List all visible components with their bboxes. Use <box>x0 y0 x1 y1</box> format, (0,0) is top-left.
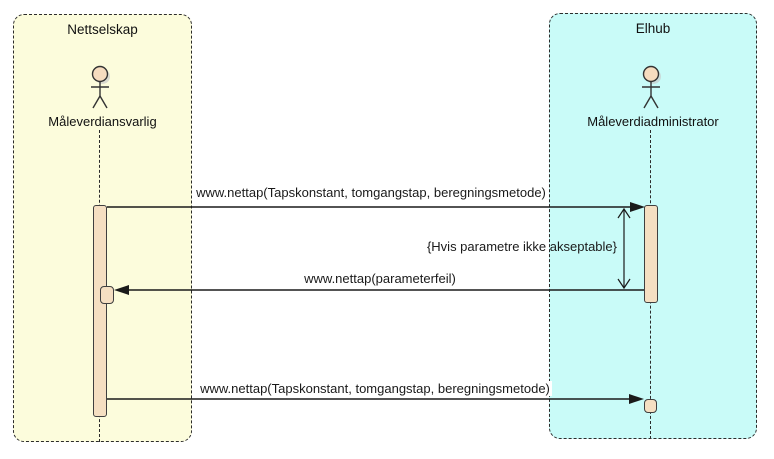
actor-icon <box>91 65 110 109</box>
group-title-nettselskap: Nettselskap <box>67 22 138 37</box>
activation-nested-right <box>644 399 657 413</box>
activation-nested-left <box>100 286 114 304</box>
actor-label-maleverdiansvarlig: Måleverdiansvarlig <box>48 114 157 129</box>
participant-group-elhub: Elhub <box>549 13 757 439</box>
group-title-elhub: Elhub <box>635 21 671 36</box>
activation-bar-right <box>644 205 658 303</box>
activation-bar-left <box>93 205 107 417</box>
actor-icon <box>642 65 661 109</box>
actor-label-maleverdiadministrator: Måleverdiadministrator <box>587 114 719 129</box>
